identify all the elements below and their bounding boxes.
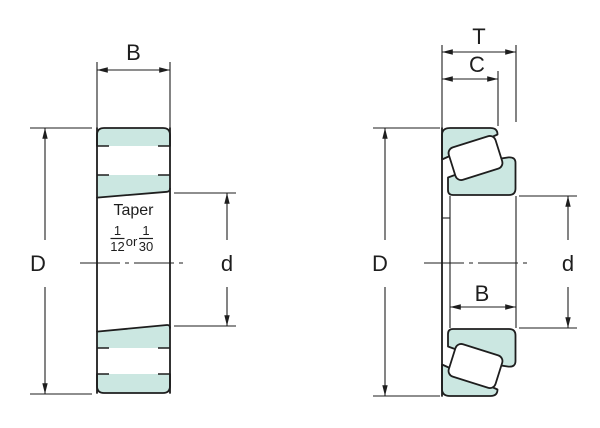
left-d-extension-lines [174,192,236,327]
left-outer-band-top [97,128,170,146]
left-raceway-ticks [97,145,170,375]
right-B-extension-lines [449,196,517,328]
left-bearing-section [80,127,188,394]
left-inner-band-top [97,175,170,198]
right-bearing-top-half [441,127,517,196]
right-d-label: d [562,251,574,276]
right-T-label: T [472,24,485,49]
right-bearing-bottom-half [441,328,517,397]
right-bearing-section [424,127,532,397]
taper-frac1-numerator: 1 [114,223,121,238]
left-bore-slant-bottom [96,324,171,333]
left-bore-slant-top [96,187,171,199]
left-B-label: B [126,40,141,65]
taper-or-text: or [126,234,138,249]
roller-bottom [447,343,504,389]
taper-frac2-numerator: 1 [142,223,149,238]
right-C-label: C [469,52,485,77]
left-dimensions: B D d Taper 1 12 or 1 30 [30,40,236,395]
right-D-extension-lines [373,127,440,397]
taper-frac1-denominator: 12 [110,239,124,254]
right-dimensions: T C D d B [372,24,577,397]
taper-frac2-denominator: 30 [139,239,153,254]
left-d-label: d [221,251,233,276]
right-D-label: D [372,251,388,276]
left-outer-band-bottom [97,374,170,393]
right-d-extension-lines [519,195,577,329]
roller-top [447,135,504,181]
left-B-extension-lines [96,62,171,128]
right-T-extension-lines [441,45,517,128]
right-B-label: B [475,281,490,306]
left-D-label: D [30,251,46,276]
taper-title: Taper [113,202,154,219]
left-ring-bottom-edge [96,373,171,394]
left-D-extension-lines [30,127,92,395]
left-ring-top-edge [96,127,171,147]
